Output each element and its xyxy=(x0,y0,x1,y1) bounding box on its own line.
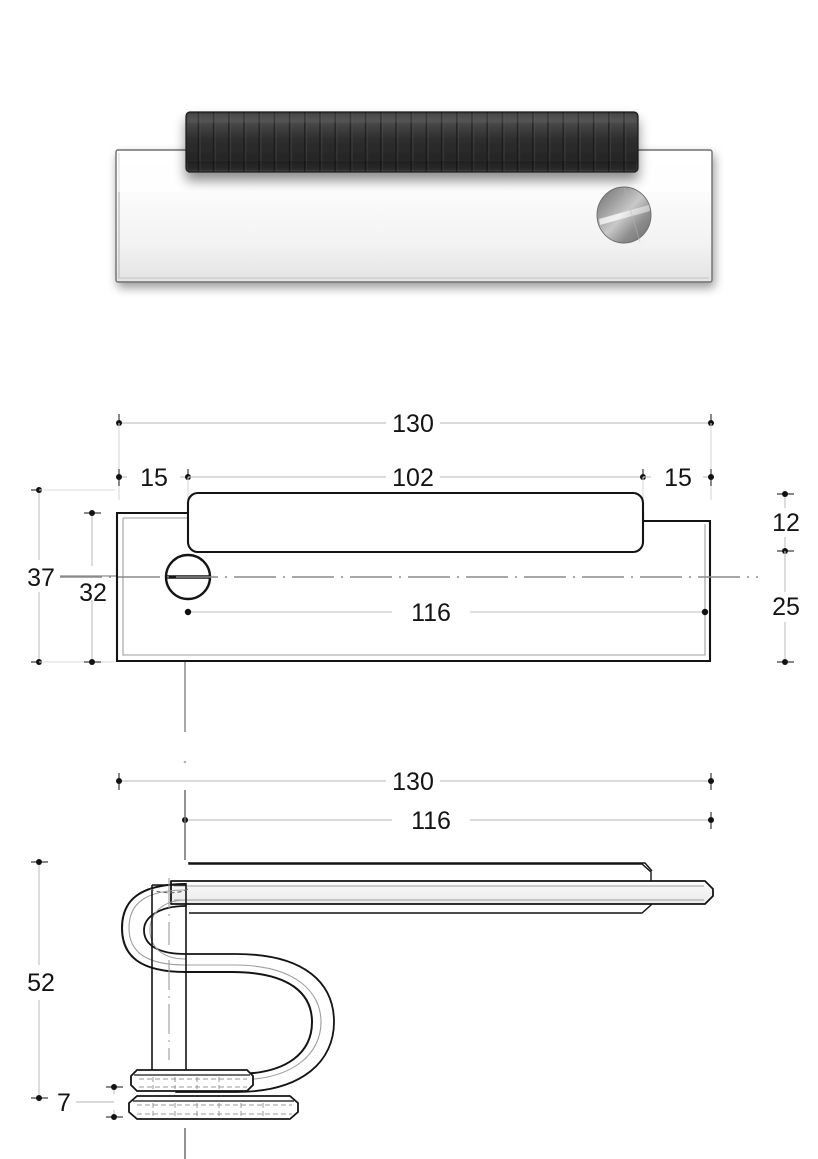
dim-label-side-130: 130 xyxy=(392,768,434,796)
dim-label-front-102: 102 xyxy=(392,464,434,492)
side-base-plate-upper xyxy=(130,1069,254,1092)
dim-front-116: 116 xyxy=(184,599,709,627)
side-s-curve-inner xyxy=(143,905,335,1093)
dim-label-front-25: 25 xyxy=(772,593,800,621)
dim-front-25: 25 xyxy=(772,551,800,665)
photo-view xyxy=(115,111,713,283)
dim-front-32: 32 xyxy=(60,510,116,665)
photo-screw-head xyxy=(596,186,652,244)
side-rod xyxy=(170,880,714,905)
dim-front-130: 130 xyxy=(116,410,714,500)
photo-grip xyxy=(185,111,639,173)
side-base-plate-lower xyxy=(128,1095,299,1120)
dim-label-front-32: 32 xyxy=(79,579,107,607)
side-view: 130 116 52 xyxy=(27,768,714,1159)
dim-label-side-7: 7 xyxy=(57,1089,71,1117)
side-post xyxy=(149,878,189,1077)
dim-label-front-37: 37 xyxy=(27,564,55,592)
dim-front-15-right: 15 xyxy=(643,464,714,492)
dim-label-front-15-left: 15 xyxy=(140,464,168,492)
dim-label-side-116: 116 xyxy=(411,807,451,835)
dim-label-front-130: 130 xyxy=(392,410,434,438)
dim-side-130: 130 xyxy=(116,768,714,796)
dim-front-12: 12 xyxy=(772,491,800,554)
dim-label-front-15-right: 15 xyxy=(664,464,692,492)
side-s-curve-shading xyxy=(128,889,322,1081)
side-s-curve-outer xyxy=(120,883,314,1075)
front-grip-block xyxy=(186,491,645,554)
dim-front-102: 102 xyxy=(188,464,646,500)
dim-label-front-12: 12 xyxy=(772,509,800,537)
dim-label-front-116: 116 xyxy=(411,599,451,627)
dim-side-52: 52 xyxy=(27,859,55,1101)
dim-label-side-52: 52 xyxy=(27,969,55,997)
front-view: 130 15 102 xyxy=(27,410,800,764)
dim-side-116: 116 xyxy=(182,807,714,835)
projection-dot xyxy=(183,760,187,764)
dim-front-37: 37 xyxy=(27,487,115,665)
dim-side-7: 7 xyxy=(57,1084,123,1120)
